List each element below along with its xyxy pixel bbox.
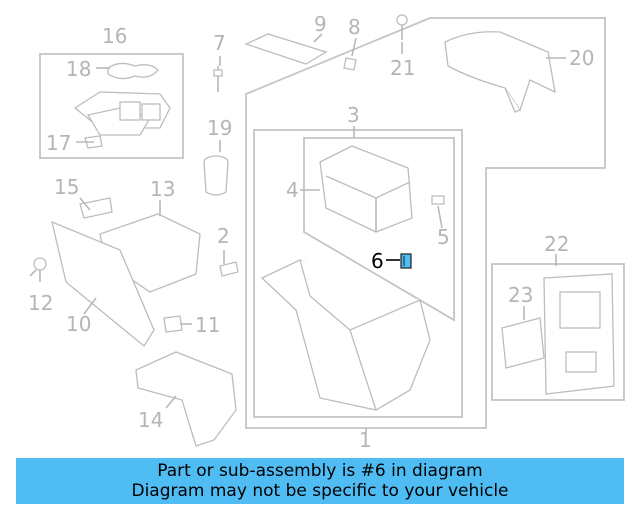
part-2-screw xyxy=(219,261,239,277)
part-20-armrest xyxy=(444,31,556,113)
part-8-clip xyxy=(343,57,357,71)
group-box-16 xyxy=(39,53,184,159)
part-23-vent xyxy=(501,317,545,369)
part-22-rear-panel xyxy=(543,273,615,395)
callout-6: 6 xyxy=(371,249,384,273)
callout-7: 7 xyxy=(213,31,226,55)
leader-lines xyxy=(39,33,566,432)
banner-line-2: Diagram may not be specific to your vehi… xyxy=(131,481,509,501)
callout-2: 2 xyxy=(217,224,230,248)
part-4-bin xyxy=(319,145,413,233)
callout-19: 19 xyxy=(207,116,232,140)
group-box-22 xyxy=(491,263,625,401)
part-12-screw xyxy=(29,257,47,277)
part-19-cup xyxy=(203,155,229,196)
callout-17: 17 xyxy=(46,131,71,155)
part-6-highlighted xyxy=(400,253,412,269)
callout-9: 9 xyxy=(314,12,327,36)
part-14-duct xyxy=(135,351,237,447)
part-7-screw xyxy=(213,66,223,92)
part-1-console xyxy=(260,259,431,411)
callout-14: 14 xyxy=(138,408,163,432)
part-5-clip xyxy=(431,195,445,205)
callout-22: 22 xyxy=(544,232,569,256)
info-banner: Part or sub-assembly is #6 in diagram Di… xyxy=(16,458,624,504)
callout-4: 4 xyxy=(286,178,299,202)
callout-16: 16 xyxy=(102,24,127,48)
part-11-clip xyxy=(163,315,183,333)
group-box-1-inner xyxy=(253,129,463,418)
callout-12: 12 xyxy=(28,291,53,315)
callout-3: 3 xyxy=(347,103,360,127)
group-box-1-outer xyxy=(245,17,606,429)
callout-21: 21 xyxy=(390,56,415,80)
callout-23: 23 xyxy=(508,283,533,307)
callout-15: 15 xyxy=(54,175,79,199)
callout-18: 18 xyxy=(66,57,91,81)
callout-1: 1 xyxy=(359,428,372,452)
group-box-3 xyxy=(303,137,455,322)
callout-10: 10 xyxy=(66,312,91,336)
part-9-pad xyxy=(244,33,328,65)
callout-8: 8 xyxy=(348,15,361,39)
callout-13: 13 xyxy=(150,177,175,201)
part-cup-holder xyxy=(73,62,171,136)
callout-20: 20 xyxy=(569,46,594,70)
callout-11: 11 xyxy=(195,313,220,337)
part-10-panel xyxy=(51,220,155,347)
callout-5: 5 xyxy=(437,225,450,249)
part-21-screw xyxy=(396,14,408,40)
part-15 xyxy=(79,197,113,219)
banner-line-1: Part or sub-assembly is #6 in diagram xyxy=(157,461,483,481)
